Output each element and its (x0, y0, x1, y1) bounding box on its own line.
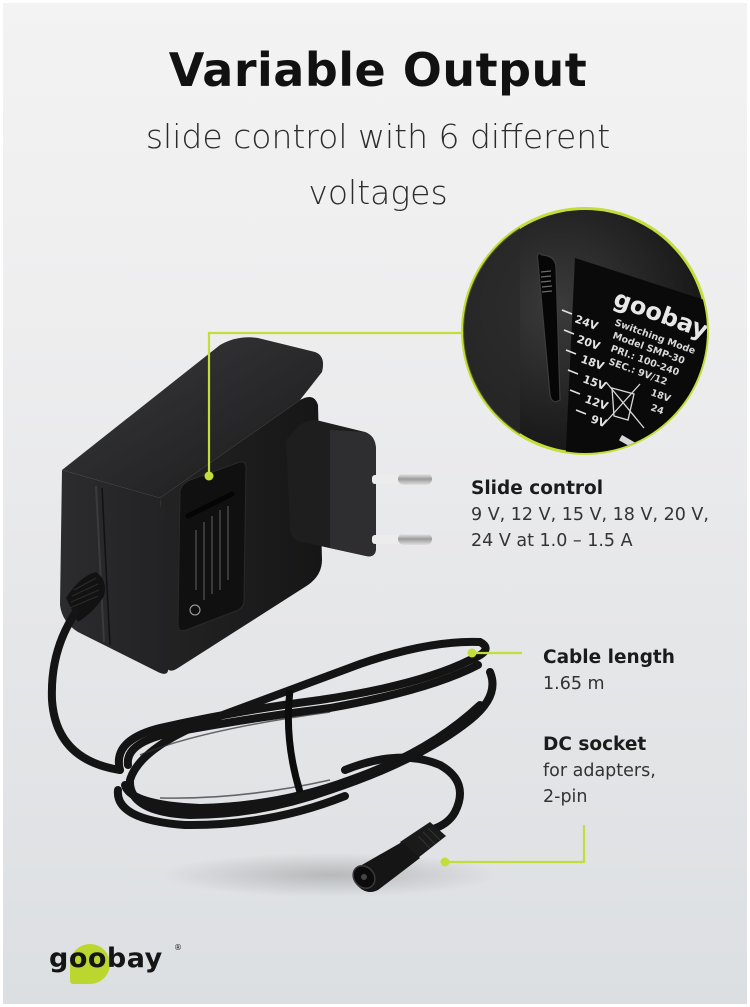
plug-pins (372, 473, 432, 545)
callout-slide-line-1: 9 V, 12 V, 15 V, 18 V, 20 V, (471, 505, 709, 525)
page-subtitle: slide control with 6 different voltages (103, 109, 653, 221)
callout-socket-line-1: for adapters, (543, 761, 656, 781)
callout-cable-value: 1.65 m (543, 674, 605, 694)
subtitle-line-2: voltages (308, 173, 448, 212)
callout-socket-line-2: 2-pin (543, 787, 588, 807)
callout-cable-heading: Cable length (543, 647, 675, 668)
slide-control-zoom-circle: 24V 20V 18V 15V 12V 9V goobay (461, 207, 709, 455)
power-adapter-illustration: 24V 20V 18V 15V 12V 9V goobay (47, 207, 709, 897)
svg-text:24: 24 (649, 402, 666, 417)
callout-slide-line-2: 24 V at 1.0 – 1.5 A (471, 531, 633, 551)
svg-text:9V: 9V (589, 413, 609, 431)
goobay-logo: goobay ® (49, 939, 189, 984)
logo-speech-bubble-icon (70, 944, 110, 984)
page-title: Variable Output (168, 43, 588, 97)
callout-cable-length: Cable length 1.65 m (543, 645, 733, 697)
callout-slide-control: Slide control 9 V, 12 V, 15 V, 18 V, 20 … (471, 476, 741, 554)
subtitle-line-1: slide control with 6 different (145, 117, 611, 156)
logo-wordmark: goobay (49, 943, 163, 974)
dc-socket-barrel (352, 822, 446, 892)
callout-socket-heading: DC socket (543, 734, 647, 755)
callout-dc-socket: DC socket for adapters, 2-pin (543, 732, 733, 810)
registered-mark: ® (174, 943, 182, 952)
callout-slide-heading: Slide control (471, 478, 604, 499)
product-image-panel: Variable Output slide control with 6 dif… (3, 3, 747, 1004)
